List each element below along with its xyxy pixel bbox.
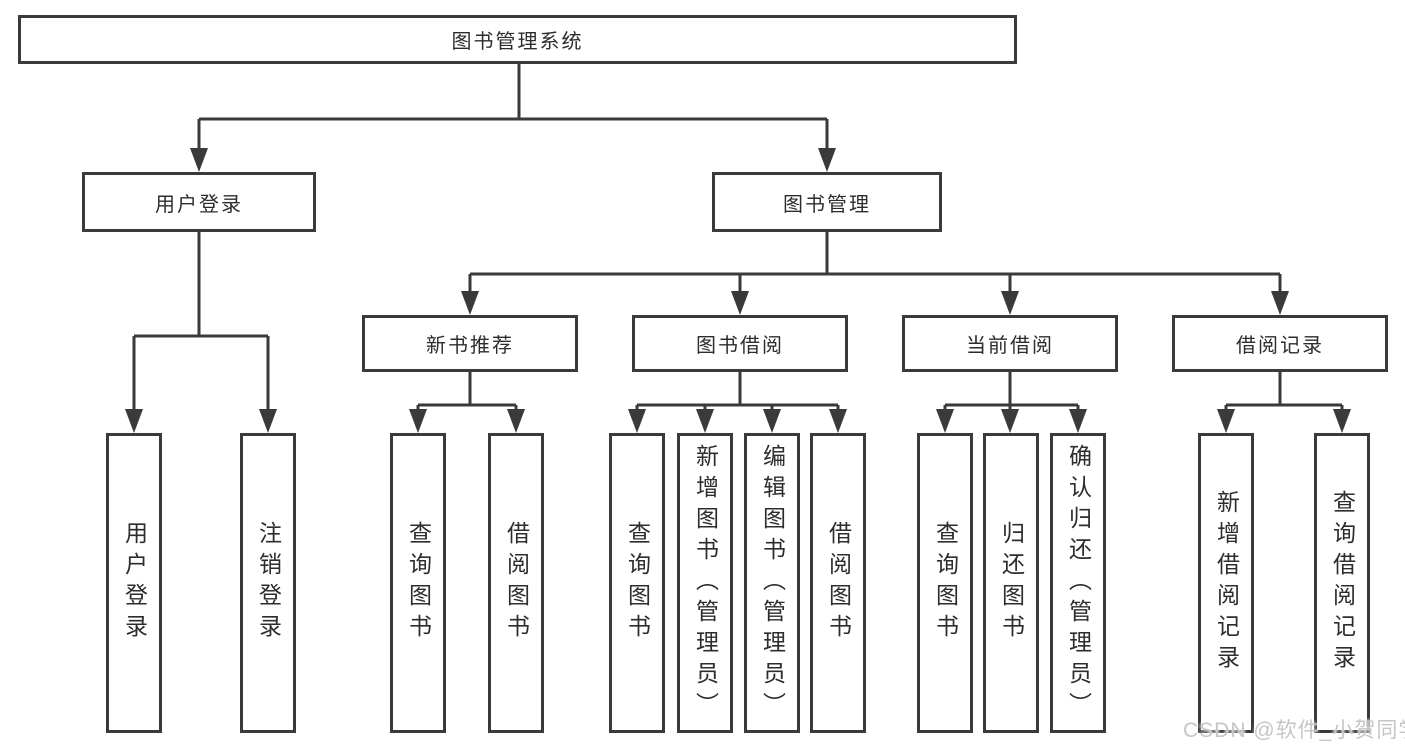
leaf-br-add-record: 新增借阅记录 <box>1198 433 1254 733</box>
leaf-br-query-record-label: 查询借阅记录 <box>1329 490 1356 676</box>
leaf-br-add-record-label: 新增借阅记录 <box>1213 490 1240 676</box>
node-new-book-recommend-label: 新书推荐 <box>426 335 514 357</box>
leaf-cb-query-books: 查询图书 <box>917 433 973 733</box>
node-root-label: 图书管理系统 <box>451 31 584 53</box>
node-book-borrowing: 图书借阅 <box>632 315 848 372</box>
leaf-br-query-record: 查询借阅记录 <box>1314 433 1370 733</box>
leaf-bb-query-books-label: 查询图书 <box>624 521 651 645</box>
leaf-bb-borrow-books: 借阅图书 <box>810 433 866 733</box>
leaf-cb-query-books-label: 查询图书 <box>932 521 959 645</box>
leaf-bb-borrow-books-label: 借阅图书 <box>825 521 852 645</box>
leaf-bb-edit-books-admin-label: 编辑图书（管理员） <box>759 443 786 723</box>
csdn-watermark: CSDN @软件_小贺同学 <box>1183 719 1405 742</box>
leaf-bb-add-books-admin-label: 新增图书（管理员） <box>692 443 719 723</box>
node-current-borrowing: 当前借阅 <box>902 315 1118 372</box>
leaf-cb-return-books-label: 归还图书 <box>998 521 1025 645</box>
node-current-borrowing-label: 当前借阅 <box>966 335 1054 357</box>
leaf-nb-borrow-books-label: 借阅图书 <box>503 521 530 645</box>
leaf-cb-confirm-return-admin-label: 确认归还（管理员） <box>1065 443 1092 723</box>
leaf-bb-edit-books-admin: 编辑图书（管理员） <box>744 433 800 733</box>
node-borrow-records-label: 借阅记录 <box>1236 335 1324 357</box>
node-root-library-system: 图书管理系统 <box>18 15 1017 64</box>
leaf-user-login-label: 用户登录 <box>121 521 148 645</box>
leaf-nb-borrow-books: 借阅图书 <box>488 433 544 733</box>
node-book-management-label: 图书管理 <box>783 193 871 216</box>
node-book-management: 图书管理 <box>712 172 942 232</box>
leaf-nb-query-books-label: 查询图书 <box>405 521 432 645</box>
leaf-nb-query-books: 查询图书 <box>390 433 446 733</box>
leaf-logout-label: 注销登录 <box>255 521 282 645</box>
leaf-cb-confirm-return-admin: 确认归还（管理员） <box>1050 433 1106 733</box>
leaf-bb-query-books: 查询图书 <box>609 433 665 733</box>
leaf-cb-return-books: 归还图书 <box>983 433 1039 733</box>
leaf-user-login: 用户登录 <box>106 433 162 733</box>
leaf-logout: 注销登录 <box>240 433 296 733</box>
node-borrow-records: 借阅记录 <box>1172 315 1388 372</box>
node-user-login: 用户登录 <box>82 172 316 232</box>
node-new-book-recommend: 新书推荐 <box>362 315 578 372</box>
node-book-borrowing-label: 图书借阅 <box>696 335 784 357</box>
leaf-bb-add-books-admin: 新增图书（管理员） <box>677 433 733 733</box>
node-user-login-label: 用户登录 <box>155 193 243 216</box>
